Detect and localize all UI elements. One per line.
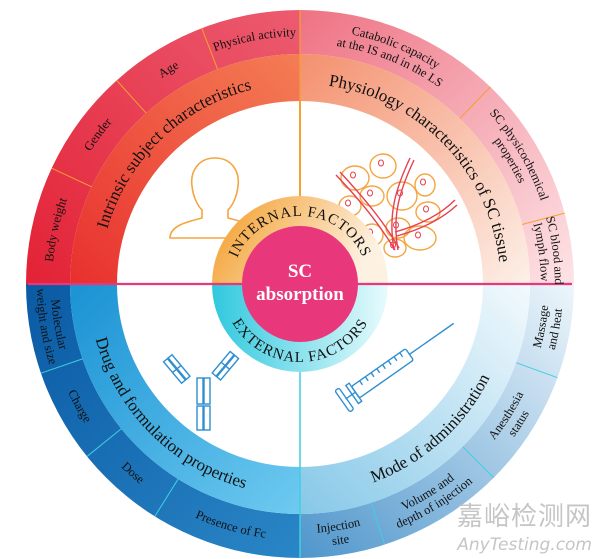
antibody-icon	[162, 350, 240, 431]
watermark-en: AnyTesting.com	[457, 535, 592, 555]
person-icon	[169, 157, 261, 239]
drug-title-band	[70, 284, 300, 514]
item-divider	[459, 86, 491, 119]
physiology-outer-band	[300, 10, 574, 284]
item-divider	[462, 446, 495, 479]
item-divider	[515, 362, 558, 379]
intrinsic-title-band	[70, 54, 300, 284]
center-label-line2: absorption	[256, 284, 344, 305]
item-divider	[116, 80, 147, 114]
administration-item-line2-text: site	[331, 531, 351, 548]
item-divider	[154, 478, 179, 517]
administration-outer-band	[300, 284, 574, 558]
intrinsic-outer-band	[26, 10, 300, 284]
center-label-line1: SC	[288, 261, 312, 282]
item-divider	[370, 502, 386, 545]
administration-item-line2: site	[331, 531, 351, 548]
item-divider	[51, 167, 92, 188]
item-divider	[40, 358, 83, 374]
syringe-icon	[334, 322, 455, 412]
physiology-title-band	[300, 54, 530, 284]
item-divider	[201, 28, 219, 70]
sc-absorption-core	[242, 226, 358, 342]
item-divider	[86, 428, 122, 457]
item-divider	[522, 212, 565, 225]
watermark-cn: 嘉峪检测网	[456, 502, 592, 532]
administration-title-band	[300, 284, 530, 514]
